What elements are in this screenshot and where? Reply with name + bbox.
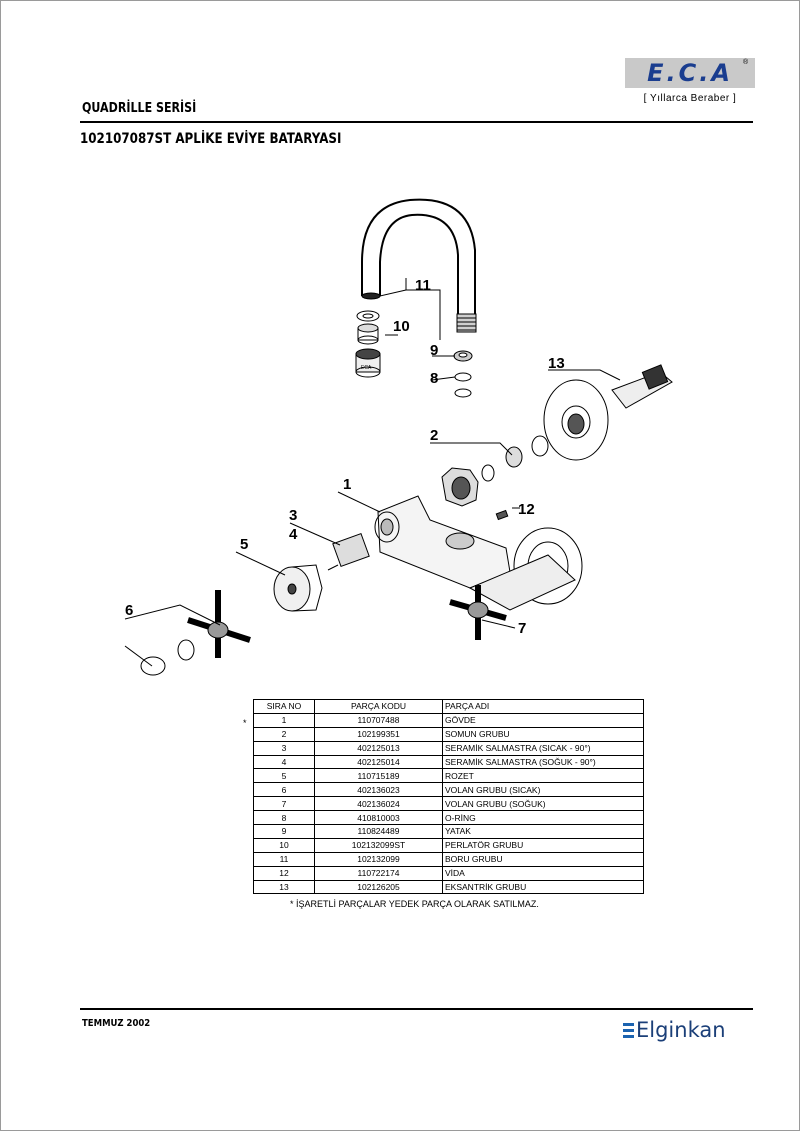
callout-7: 7: [518, 620, 526, 637]
part-name-cell: VOLAN GRUBU (SICAK): [442, 782, 644, 798]
part-code-cell: 102126205: [314, 879, 443, 895]
handle-washer: [177, 639, 195, 661]
part-name-cell: GÖVDE: [442, 712, 644, 728]
part-number-cell: 7: [253, 796, 315, 812]
product-title: 102107087ST APLİKE EVİYE BATARYASI: [80, 131, 342, 147]
part-name-cell: SERAMİK SALMASTRA (SICAK - 90°): [442, 740, 644, 756]
screw: [495, 509, 509, 521]
part-name-cell: PERLATÖR GRUBU: [442, 837, 644, 853]
eca-logo-text: E.C.A: [647, 59, 733, 87]
column-header: PARÇA ADI: [442, 699, 644, 714]
o-ring-upper: [454, 372, 472, 382]
column-header: PARÇA KODU: [314, 699, 443, 714]
part-code-cell: 110715189: [314, 768, 443, 784]
elginkan-bars-icon: [623, 1023, 634, 1041]
footer-divider: [80, 1008, 753, 1010]
callout-8: 8: [430, 370, 438, 387]
aerator-ring: [356, 310, 380, 322]
part-name-cell: BORU GRUBU: [442, 851, 644, 867]
callout-3: 3: [289, 507, 297, 524]
part-number-cell: 12: [253, 865, 315, 881]
part-code-cell: 110824489: [314, 824, 443, 839]
handle-cold: [449, 585, 507, 640]
callout-10: 10: [393, 318, 410, 335]
part-code-cell: 402125013: [314, 740, 443, 756]
eca-logo: E.C.A: [625, 58, 755, 88]
part-number-cell: 9: [253, 824, 315, 839]
part-name-cell: O-RİNG: [442, 810, 644, 826]
part-number-cell: 4: [253, 754, 315, 770]
footer-date: TEMMUZ 2002: [82, 1018, 151, 1029]
eccentric-rosette: [543, 379, 609, 461]
part-name-cell: VOLAN GRUBU (SOĞUK): [442, 796, 644, 812]
part-number-cell: 1: [253, 712, 315, 728]
callout-4: 4: [289, 526, 298, 543]
elginkan-logo-text: Elginkan: [636, 1018, 726, 1042]
exploded-parts-diagram: ECA: [124, 198, 673, 676]
callout-12: 12: [518, 501, 535, 518]
callout-9: 9: [430, 342, 438, 359]
part-code-cell: 102132099: [314, 851, 443, 867]
part-number-cell: 10: [253, 837, 315, 853]
part-number-cell: 5: [253, 768, 315, 784]
part-number-cell: 8: [253, 810, 315, 826]
brand-slogan: [ Yıllarca Beraber ]: [643, 93, 737, 104]
part-code-cell: 402125014: [314, 754, 443, 770]
o-ring-lower: [454, 388, 472, 398]
part-code-cell: 102132099ST: [314, 837, 443, 853]
registered-mark-icon: ®: [743, 59, 749, 66]
faucet-body: [377, 495, 511, 589]
marked-row-symbol: *: [243, 718, 247, 728]
footnote: * İŞARETLİ PARÇALAR YEDEK PARÇA OLARAK S…: [290, 899, 539, 909]
part-code-cell: 402136023: [314, 782, 443, 798]
ceramic-cartridge: [332, 532, 370, 568]
part-number-cell: 13: [253, 879, 315, 895]
callout-6: 6: [125, 602, 133, 619]
part-name-cell: SERAMİK SALMASTRA (SOĞUK - 90°): [442, 754, 644, 770]
part-number-cell: 2: [253, 726, 315, 742]
handle-hot: [187, 590, 251, 658]
spout-pipe: [361, 198, 476, 315]
pipe-thread: [456, 313, 477, 333]
part-number-cell: 11: [253, 851, 315, 867]
table-header-row: SIRA NO PARÇA KODU PARÇA ADI: [253, 699, 644, 714]
part-name-cell: YATAK: [442, 824, 644, 839]
part-number-cell: 3: [253, 740, 315, 756]
part-name-cell: ROZET: [442, 768, 644, 784]
callout-13: 13: [548, 355, 565, 372]
series-title: QUADRİLLE SERİSİ: [82, 100, 197, 116]
callout-2: 2: [430, 427, 438, 444]
part-code-cell: 110707488: [314, 712, 443, 728]
callout-5: 5: [240, 536, 248, 553]
aerator-marking: ECA: [361, 365, 372, 371]
callout-11: 11: [415, 277, 431, 294]
callout-1: 1: [343, 476, 351, 493]
part-name-cell: EKSANTRİK GRUBU: [442, 879, 644, 895]
column-header: SIRA NO: [253, 699, 315, 714]
part-code-cell: 110722174: [314, 865, 443, 881]
part-name-cell: SOMUN GRUBU: [442, 726, 644, 742]
part-name-cell: VİDA: [442, 865, 644, 881]
part-code-cell: 402136024: [314, 796, 443, 812]
part-number-cell: 6: [253, 782, 315, 798]
header-divider: [80, 121, 753, 123]
part-code-cell: 410810003: [314, 810, 443, 826]
handle-cap: [140, 656, 166, 676]
part-code-cell: 102199351: [314, 726, 443, 742]
